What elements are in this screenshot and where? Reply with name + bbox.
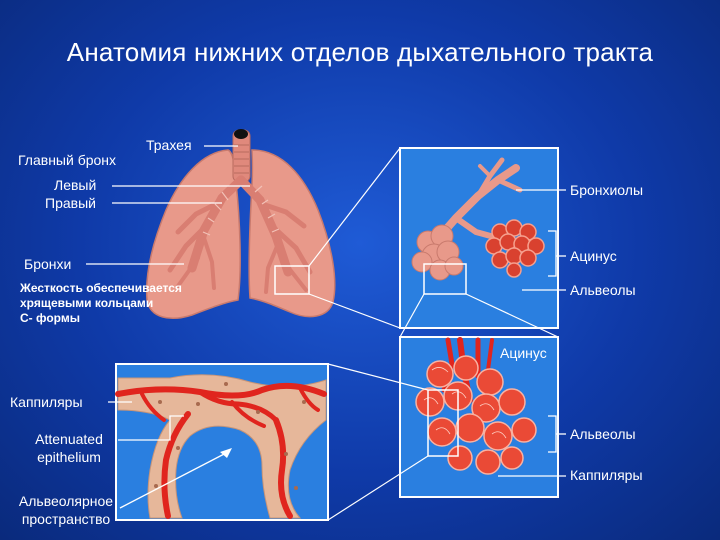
page-title: Анатомия нижних отделов дыхательного тра…: [0, 38, 720, 68]
label-bronchioles: Бронхиолы: [570, 182, 643, 198]
label-attenuated-line-2: epithelium: [12, 449, 126, 465]
label-capillaries-left: Каппиляры: [10, 394, 83, 410]
label-acinus-top: Ацинус: [570, 248, 617, 264]
cartilage-note-line-3: С- формы: [20, 312, 80, 326]
label-left-bronchus: Левый: [54, 177, 96, 193]
capillary-panel: [116, 364, 328, 520]
label-main-bronchus: Главный бронх: [18, 152, 116, 168]
label-attenuated-line-1: Attenuated: [12, 431, 126, 447]
trachea-opening: [234, 129, 248, 139]
label-alveoli-bottom: Альвеолы: [570, 426, 636, 442]
label-bronchi: Бронхи: [24, 256, 71, 272]
label-alveoli-top: Альвеолы: [570, 282, 636, 298]
bronchioles-panel: [400, 148, 558, 328]
cartilage-note-line-2: хрящевыми кольцами: [20, 297, 153, 311]
label-trachea: Трахея: [146, 137, 192, 153]
label-alveolar-space-line-2: пространство: [2, 511, 130, 527]
cartilage-note-line-1: Жесткость обеспечивается: [20, 282, 182, 296]
label-acinus-bottom: Ацинус: [500, 345, 547, 361]
left-lung-shape: [249, 150, 335, 317]
label-capillaries-right: Каппиляры: [570, 467, 643, 483]
label-alveolar-space-line-1: Альвеолярное: [2, 493, 130, 509]
label-right-bronchus: Правый: [45, 195, 96, 211]
